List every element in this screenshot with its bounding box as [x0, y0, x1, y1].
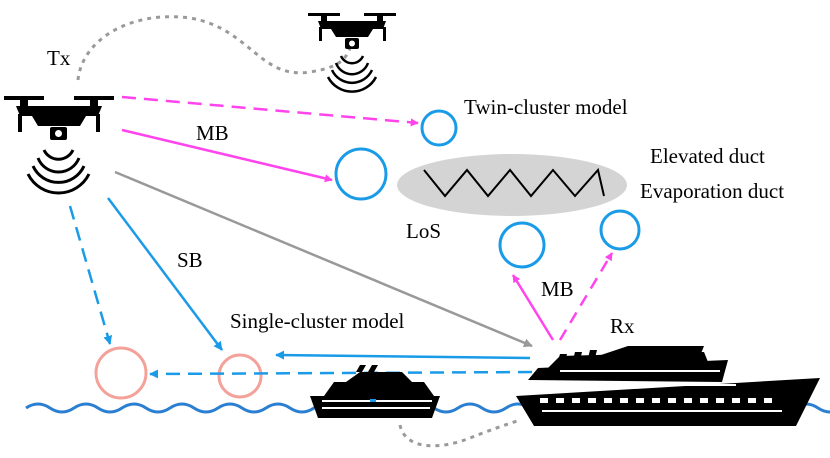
path-sb-solid	[107, 197, 223, 351]
single-cluster	[217, 353, 263, 399]
tx-drone-icon	[4, 96, 114, 195]
ship-trajectory	[398, 418, 521, 448]
twin-cluster-lower-right	[599, 209, 641, 251]
path-twin-dashed	[121, 95, 419, 127]
drone-trajectory	[76, 15, 352, 81]
mb-label-bottom: MB	[541, 277, 574, 301]
small-ship-icon	[310, 365, 440, 418]
path-mb-solid	[121, 128, 333, 183]
elevated-duct-label: Elevated duct	[650, 144, 765, 168]
duct-ellipse	[397, 154, 627, 216]
los-label: LoS	[406, 219, 441, 243]
path-rx-to-sea-dashed	[149, 369, 533, 379]
evaporation-duct-label: Evaporation duct	[640, 179, 784, 203]
mb-cluster-large	[334, 147, 388, 201]
tx-label: Tx	[47, 46, 71, 70]
mb-label-top: MB	[196, 121, 229, 145]
rx-ship-icon	[516, 346, 820, 426]
relay-drone-icon	[308, 13, 396, 93]
path-rx-mb-dashed	[558, 252, 614, 341]
twin-cluster-lower-left	[498, 221, 546, 269]
twin-cluster-upper	[420, 109, 458, 147]
sb-label: SB	[177, 248, 203, 272]
path-rx-mb-solid	[511, 274, 555, 341]
path-rx-to-single	[275, 350, 531, 360]
twin-cluster-label: Twin-cluster model	[464, 95, 628, 119]
single-cluster-label: Single-cluster model	[230, 309, 405, 333]
sea-surface-cluster	[94, 346, 148, 400]
path-los	[114, 170, 533, 348]
path-sea-dashed	[68, 205, 113, 345]
rx-label: Rx	[610, 314, 635, 338]
duct-zigzag	[423, 167, 605, 198]
